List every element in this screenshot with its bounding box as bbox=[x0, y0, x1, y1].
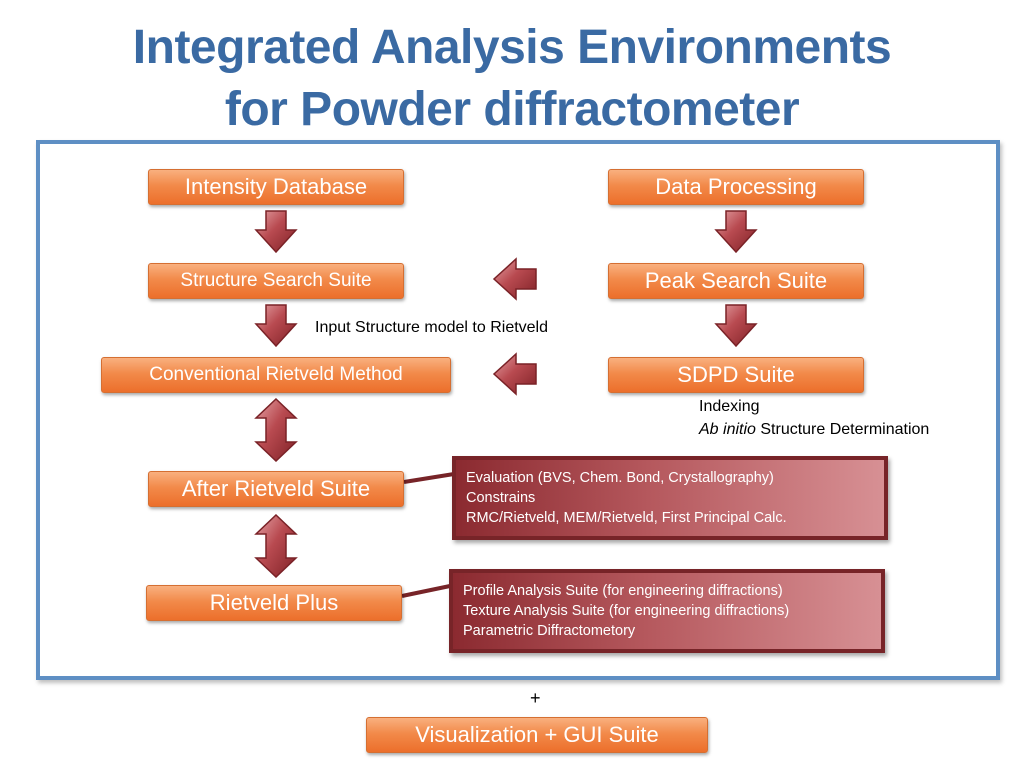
peak-search-suite-box: Peak Search Suite bbox=[608, 263, 864, 299]
structure-determination-text: Structure Determination bbox=[755, 421, 930, 438]
sdpd-suite-box: SDPD Suite bbox=[608, 357, 864, 393]
note-line: Evaluation (BVS, Chem. Bond, Crystallogr… bbox=[466, 470, 774, 486]
down-arrow-icon bbox=[714, 304, 758, 348]
double-arrow-icon bbox=[254, 514, 298, 578]
rietveld-plus-note: Profile Analysis Suite (for engineering … bbox=[449, 569, 885, 653]
note-line: RMC/Rietveld, MEM/Rietveld, First Princi… bbox=[466, 510, 787, 526]
left-arrow-icon bbox=[492, 257, 537, 301]
page-title-line-2: for Powder diffractometer bbox=[224, 83, 800, 136]
indexing-label: Indexing bbox=[699, 398, 760, 415]
down-arrow-icon bbox=[254, 304, 298, 348]
double-arrow-icon bbox=[254, 398, 298, 462]
note-line: Texture Analysis Suite (for engineering … bbox=[463, 603, 790, 619]
page-title-line-1: Integrated Analysis Environments bbox=[132, 21, 892, 74]
ab-initio-text: Ab initio bbox=[699, 421, 756, 438]
left-arrow-icon bbox=[492, 352, 537, 396]
after-rietveld-note: Evaluation (BVS, Chem. Bond, Crystallogr… bbox=[452, 456, 888, 540]
note-line: Constrains bbox=[466, 490, 536, 506]
input-structure-label: Input Structure model to Rietveld bbox=[315, 319, 549, 336]
note-line: Parametric Diffractometory bbox=[463, 623, 636, 639]
connector-after-rietveld bbox=[403, 472, 455, 484]
data-processing-box: Data Processing bbox=[608, 169, 864, 205]
conventional-rietveld-method-box: Conventional Rietveld Method bbox=[101, 357, 451, 393]
structure-search-suite-box: Structure Search Suite bbox=[148, 263, 404, 299]
after-rietveld-suite-box: After Rietveld Suite bbox=[148, 471, 404, 507]
connector-rietveld-plus bbox=[401, 584, 451, 598]
down-arrow-icon bbox=[254, 210, 298, 254]
down-arrow-icon bbox=[714, 210, 758, 254]
rietveld-plus-box: Rietveld Plus bbox=[146, 585, 402, 621]
structure-determination-label: Ab initio Structure Determination bbox=[699, 418, 929, 441]
note-line: Profile Analysis Suite (for engineering … bbox=[463, 583, 783, 599]
intensity-database-box: Intensity Database bbox=[148, 169, 404, 205]
visualization-gui-suite-box: Visualization + GUI Suite bbox=[366, 717, 708, 753]
plus-sign: + bbox=[530, 688, 541, 708]
